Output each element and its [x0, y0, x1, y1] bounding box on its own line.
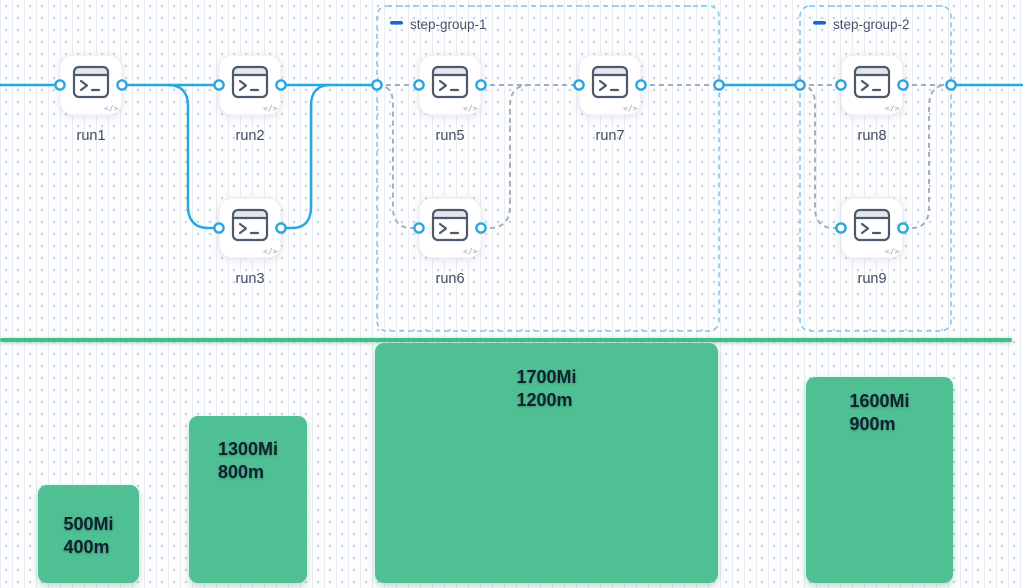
node-run8[interactable]: </>	[840, 54, 904, 116]
terminal-icon	[853, 208, 891, 242]
code-icon: </>	[463, 247, 478, 256]
collapse-minus-icon[interactable]	[813, 21, 826, 25]
terminal-icon	[431, 208, 469, 242]
step-group-2-label: step-group-2	[833, 17, 910, 32]
port-run8-out[interactable]	[897, 79, 909, 91]
port-run1-out[interactable]	[116, 79, 128, 91]
terminal-icon	[853, 65, 891, 99]
pipeline-canvas[interactable]: step-group-1 step-group-2 </> run1	[0, 0, 1023, 340]
terminal-icon	[72, 65, 110, 99]
memory-value: 500Mi	[63, 514, 114, 534]
cpu-value: 800m	[217, 462, 265, 482]
node-run2-label: run2	[235, 128, 264, 144]
edge-group2-run9	[799, 84, 841, 229]
edge-run9-merge	[903, 84, 947, 229]
code-icon: </>	[885, 247, 900, 256]
resource-bar-2-label: 1300Mi 800m	[218, 416, 278, 484]
node-run6[interactable]: </>	[418, 197, 482, 259]
cpu-value: 1200m	[516, 390, 573, 410]
terminal-icon	[231, 65, 269, 99]
edge-run3-merge	[281, 83, 331, 230]
memory-value: 1600Mi	[849, 391, 910, 411]
resource-bar-4-label: 1600Mi 900m	[849, 377, 909, 436]
port-run9-in[interactable]	[835, 222, 847, 234]
node-run3[interactable]: </>	[218, 197, 282, 259]
port-run3-out[interactable]	[275, 222, 287, 234]
step-group-1[interactable]: step-group-1	[376, 5, 720, 332]
resource-bar-3: 1700Mi 1200m	[375, 343, 718, 583]
step-group-1-label: step-group-1	[410, 17, 487, 32]
node-run3-label: run3	[235, 271, 264, 287]
resource-bar-3-label: 1700Mi 1200m	[516, 343, 576, 412]
port-run6-in[interactable]	[413, 222, 425, 234]
terminal-icon	[591, 65, 629, 99]
port-run7-in[interactable]	[573, 79, 585, 91]
port-run2-in[interactable]	[213, 79, 225, 91]
memory-value: 1300Mi	[217, 439, 279, 459]
port-group1-in[interactable]	[371, 79, 383, 91]
resource-bar-1-label: 500Mi 400m	[63, 485, 113, 559]
edge-run1-run3	[167, 83, 219, 230]
resource-bar-2: 1300Mi 800m	[189, 416, 307, 583]
port-run9-out[interactable]	[897, 222, 909, 234]
code-icon: </>	[885, 104, 900, 113]
node-run9-label: run9	[857, 271, 886, 287]
terminal-icon	[431, 65, 469, 99]
memory-value: 1700Mi	[516, 367, 577, 387]
port-group1-out[interactable]	[713, 79, 725, 91]
step-group-1-border[interactable]	[376, 5, 720, 332]
port-group2-out[interactable]	[945, 79, 957, 91]
edge-group1-run6	[376, 84, 419, 229]
code-icon: </>	[263, 247, 278, 256]
port-run7-out[interactable]	[635, 79, 647, 91]
node-run2[interactable]: </>	[218, 54, 282, 116]
terminal-icon	[231, 208, 269, 242]
port-run3-in[interactable]	[213, 222, 225, 234]
port-run2-out[interactable]	[275, 79, 287, 91]
resource-divider-line	[0, 338, 1012, 342]
node-run8-label: run8	[857, 128, 886, 144]
port-run1-in[interactable]	[54, 79, 66, 91]
node-run9[interactable]: </>	[840, 197, 904, 259]
resource-bar-4: 1600Mi 900m	[806, 377, 953, 583]
port-run5-in[interactable]	[413, 79, 425, 91]
node-run7[interactable]: </>	[578, 54, 642, 116]
port-group2-in[interactable]	[794, 79, 806, 91]
port-run6-out[interactable]	[475, 222, 487, 234]
code-icon: </>	[263, 104, 278, 113]
node-run5[interactable]: </>	[418, 54, 482, 116]
code-icon: </>	[463, 104, 478, 113]
node-run7-label: run7	[595, 128, 624, 144]
step-group-2[interactable]: step-group-2	[799, 5, 952, 332]
cpu-value: 900m	[849, 414, 896, 434]
node-run1[interactable]: </>	[59, 54, 123, 116]
port-run5-out[interactable]	[475, 79, 487, 91]
step-group-2-border[interactable]	[799, 5, 952, 332]
cpu-value: 400m	[63, 537, 110, 557]
node-run1-label: run1	[76, 128, 105, 144]
port-run8-in[interactable]	[835, 79, 847, 91]
code-icon: </>	[623, 104, 638, 113]
node-run6-label: run6	[435, 271, 464, 287]
node-run5-label: run5	[435, 128, 464, 144]
edge-run6-merge	[481, 84, 530, 229]
resource-bar-1: 500Mi 400m	[38, 485, 139, 583]
code-icon: </>	[104, 104, 119, 113]
collapse-minus-icon[interactable]	[390, 21, 403, 25]
